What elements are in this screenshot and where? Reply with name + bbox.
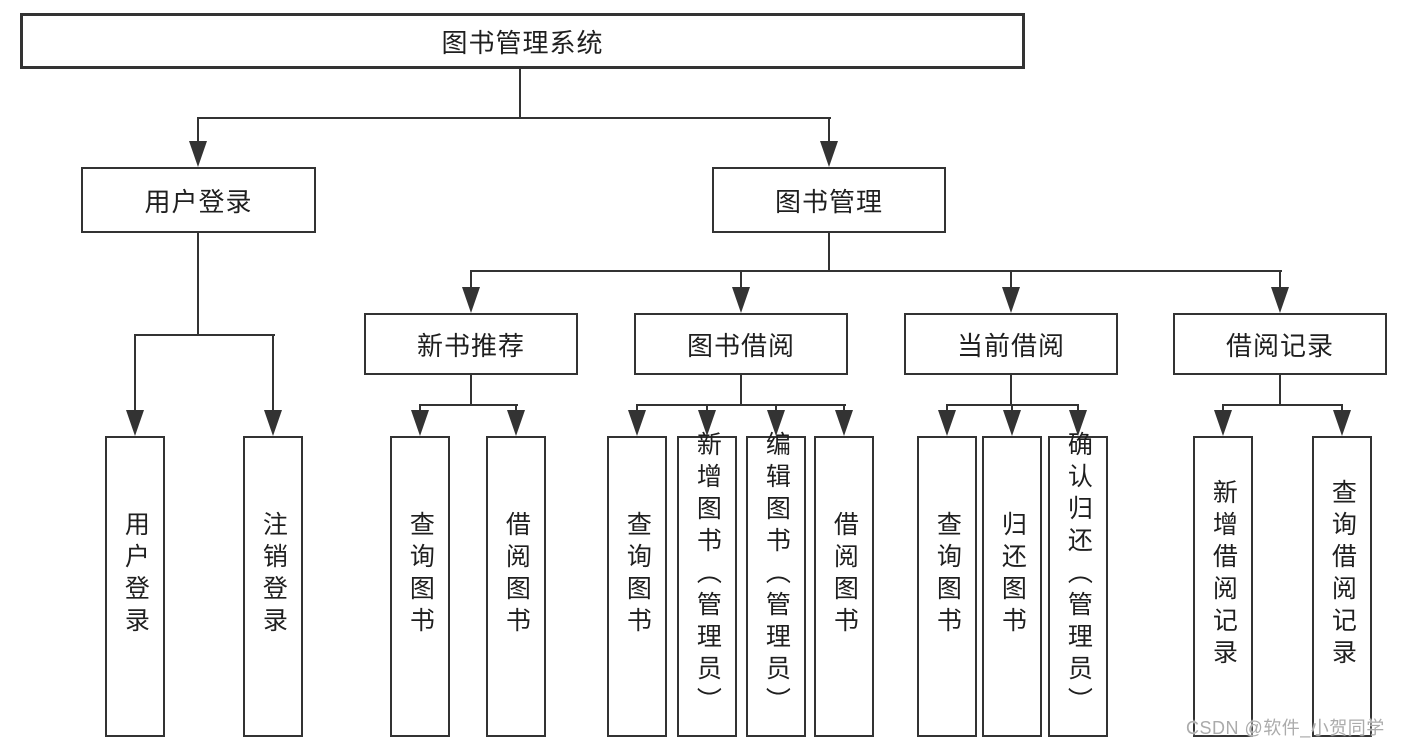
node-label: 图书管理 [774, 186, 883, 217]
node-label: 借阅记录 [1225, 330, 1334, 361]
connector-line [1011, 405, 1013, 412]
connector-line [419, 404, 518, 406]
arrow-down-icon [1271, 287, 1289, 313]
connector-line [740, 375, 742, 406]
arrow-down-icon [1069, 410, 1087, 436]
leaf-label: 借阅图书 [502, 510, 531, 639]
leaf-borrow-books: 借阅图书 [486, 436, 546, 737]
node-label: 新书推荐 [416, 330, 525, 361]
leaf-query-books: 查询图书 [917, 436, 977, 737]
connector-line [515, 405, 517, 412]
connector-line [1077, 405, 1079, 412]
leaf-label: 查询图书 [623, 510, 652, 639]
arrow-down-icon [507, 410, 525, 436]
node-new-book-recommend: 新书推荐 [364, 313, 578, 375]
leaf-label: 确认归还（管理员） [1064, 430, 1093, 719]
node-borrow-records: 借阅记录 [1173, 313, 1387, 375]
leaf-confirm-return-admin: 确认归还（管理员） [1048, 431, 1108, 737]
connector-line [134, 335, 136, 411]
leaf-label: 查询图书 [406, 510, 435, 639]
leaf-label: 借阅图书 [830, 510, 859, 639]
leaf-edit-books-admin: 编辑图书（管理员） [746, 431, 806, 737]
connector-line [470, 270, 1282, 272]
leaf-user-login: 用户登录 [105, 436, 165, 737]
connector-line [470, 375, 472, 406]
leaf-label: 查询借阅记录 [1328, 478, 1357, 671]
leaf-label: 查询图书 [933, 510, 962, 639]
leaf-label: 用户登录 [121, 510, 150, 639]
connector-line [1279, 272, 1281, 288]
node-book-borrowing: 图书借阅 [634, 313, 848, 375]
connector-line [775, 405, 777, 412]
arrow-down-icon [628, 410, 646, 436]
node-library-system: 图书管理系统 [20, 13, 1025, 69]
node-user-login: 用户登录 [81, 167, 316, 233]
connector-line [1279, 375, 1281, 406]
connector-line [706, 405, 708, 412]
connector-line [470, 272, 472, 288]
leaf-return-books: 归还图书 [982, 436, 1042, 737]
connector-line [197, 233, 199, 336]
leaf-label: 归还图书 [998, 510, 1027, 639]
connector-line [197, 117, 831, 119]
leaf-query-books: 查询图书 [390, 436, 450, 737]
arrow-down-icon [835, 410, 853, 436]
arrow-down-icon [938, 410, 956, 436]
arrow-down-icon [1003, 410, 1021, 436]
leaf-query-books: 查询图书 [607, 436, 667, 737]
connector-line [519, 69, 521, 118]
node-label: 图书借阅 [686, 330, 795, 361]
connector-line [828, 118, 830, 143]
connector-line [272, 335, 274, 411]
leaf-query-borrow-record: 查询借阅记录 [1312, 436, 1372, 737]
connector-line [828, 233, 830, 272]
node-book-management: 图书管理 [712, 167, 946, 233]
leaf-label: 新增图书（管理员） [693, 430, 722, 719]
node-label: 用户登录 [144, 186, 253, 217]
node-label: 图书管理系统 [441, 27, 604, 58]
arrow-down-icon [411, 410, 429, 436]
connector-line [946, 405, 948, 412]
leaf-add-books-admin: 新增图书（管理员） [677, 431, 737, 737]
connector-line [740, 272, 742, 288]
arrow-down-icon [264, 410, 282, 436]
node-label: 当前借阅 [956, 330, 1065, 361]
connector-line [843, 405, 845, 412]
arrow-down-icon [820, 141, 838, 167]
leaf-label: 编辑图书（管理员） [762, 430, 791, 719]
connector-line [134, 334, 275, 336]
arrow-down-icon [189, 141, 207, 167]
arrow-down-icon [1333, 410, 1351, 436]
leaf-label: 注销登录 [259, 510, 288, 639]
connector-line [636, 404, 846, 406]
arrow-down-icon [1214, 410, 1232, 436]
csdn-watermark: CSDN @软件_小贺同学 [1186, 718, 1385, 738]
connector-line [1010, 375, 1012, 406]
arrow-down-icon [698, 410, 716, 436]
connector-line [1341, 405, 1343, 412]
connector-line [419, 405, 421, 412]
connector-line [197, 118, 199, 143]
arrow-down-icon [462, 287, 480, 313]
node-current-borrowing: 当前借阅 [904, 313, 1118, 375]
arrow-down-icon [732, 287, 750, 313]
arrow-down-icon [126, 410, 144, 436]
arrow-down-icon [767, 410, 785, 436]
leaf-logout: 注销登录 [243, 436, 303, 737]
connector-line [1010, 272, 1012, 288]
connector-line [1222, 405, 1224, 412]
leaf-add-borrow-record: 新增借阅记录 [1193, 436, 1253, 737]
connector-line [636, 405, 638, 412]
arrow-down-icon [1002, 287, 1020, 313]
leaf-label: 新增借阅记录 [1209, 478, 1238, 671]
leaf-borrow-books: 借阅图书 [814, 436, 874, 737]
connector-line [1222, 404, 1343, 406]
